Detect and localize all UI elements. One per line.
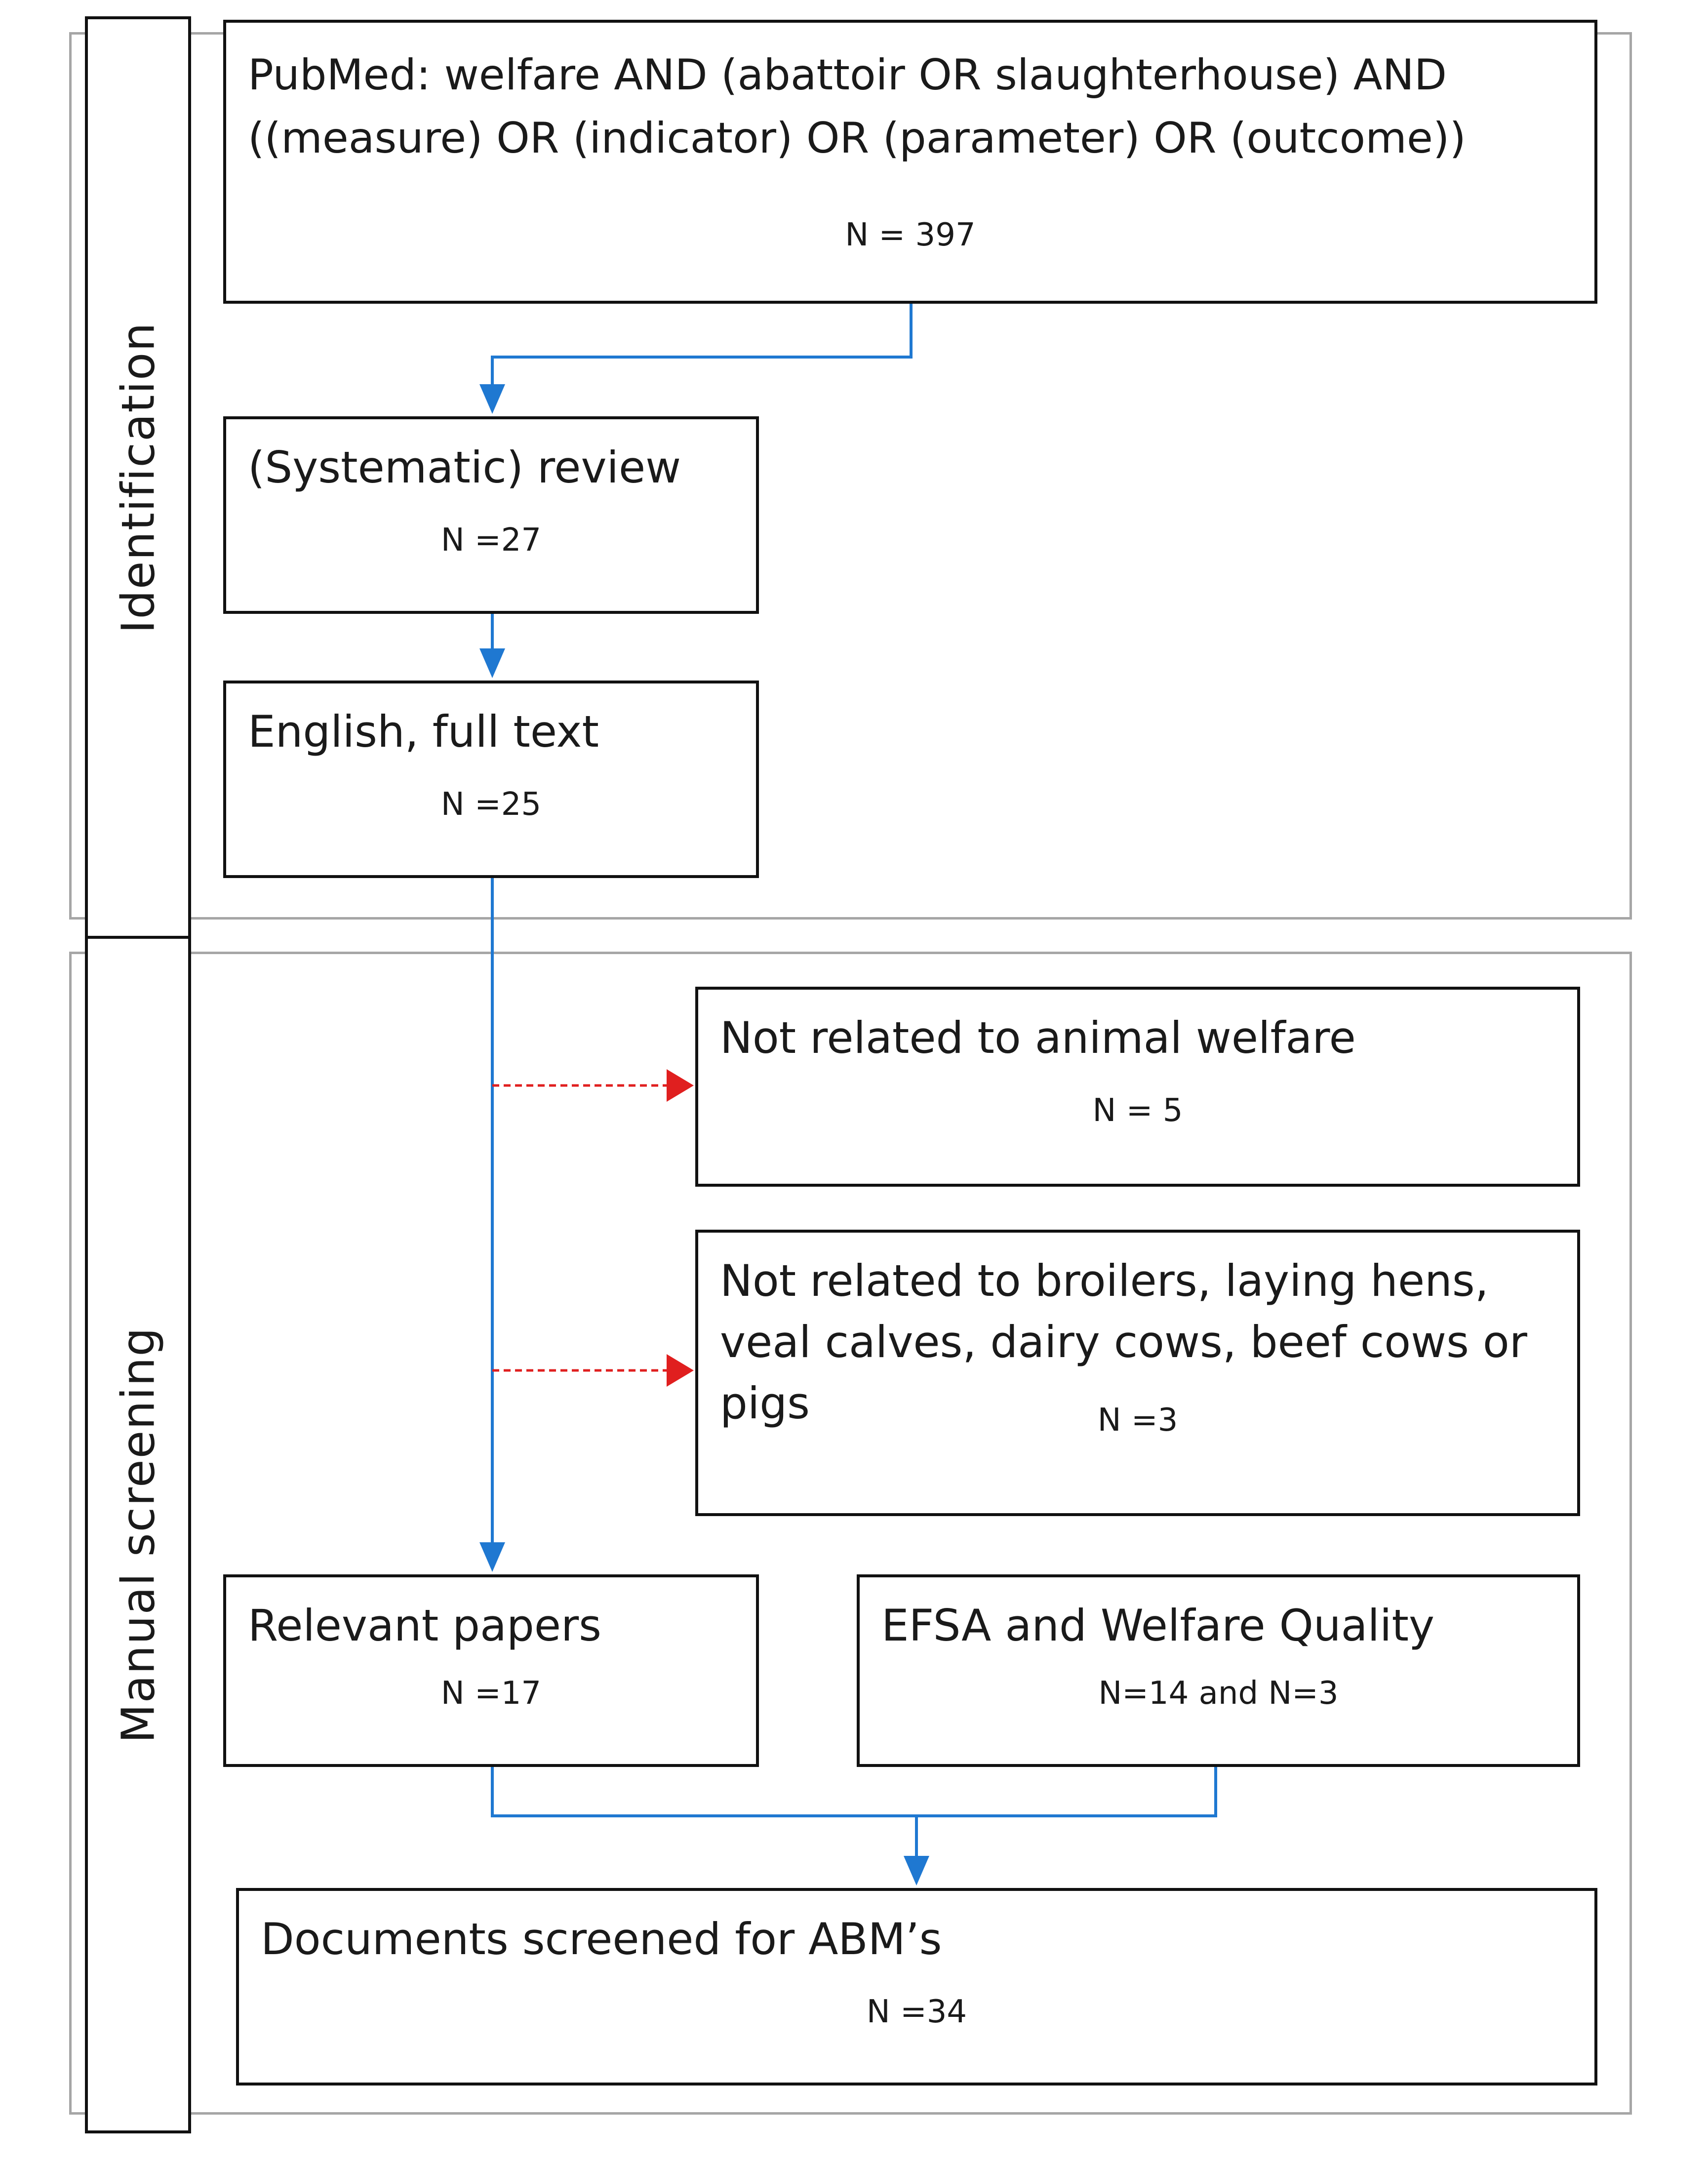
relevant-papers-box: Relevant papers N =17: [223, 1574, 759, 1767]
english-full-text-title: English, full text: [248, 706, 599, 757]
relevant-papers-count: N =17: [440, 1675, 542, 1712]
documents-screened-title: Documents screened for ABM’s: [261, 1914, 942, 1965]
identification-stage-tab: Identification: [85, 16, 191, 939]
excluded-welfare-title: Not related to animal welfare: [720, 1012, 1356, 1063]
systematic-review-box: (Systematic) review N =27: [223, 416, 759, 614]
review-to-english-arrowhead: [479, 648, 505, 678]
merge-connector: [491, 1762, 1217, 1857]
exclusion-species-arrowhead: [667, 1354, 694, 1387]
english-full-text-box: English, full text N =25: [223, 681, 759, 878]
efsa-welfare-quality-title: EFSA and Welfare Quality: [881, 1600, 1435, 1651]
merge-arrowhead: [904, 1856, 929, 1885]
relevant-papers-title: Relevant papers: [248, 1600, 601, 1651]
english-to-relevant-arrowhead: [479, 1542, 505, 1572]
screening-stage-tab: Manual screening: [85, 936, 191, 2133]
pubmed-search-count: N = 397: [845, 217, 976, 253]
excluded-species-count: N =3: [1097, 1402, 1178, 1439]
screening-section-frame: [69, 952, 1632, 2115]
excluded-species-title: Not related to broilers, laying hens, ve…: [720, 1255, 1527, 1429]
excluded-welfare-count: N = 5: [1092, 1092, 1183, 1129]
documents-screened-count: N =34: [866, 1994, 967, 2030]
systematic-review-title: (Systematic) review: [248, 442, 681, 493]
documents-screened-box: Documents screened for ABM’s N =34: [236, 1888, 1597, 2086]
english-full-text-count: N =25: [440, 786, 542, 823]
pubmed-search-box: PubMed: welfare AND (abattoir OR slaught…: [223, 20, 1597, 304]
pubmed-search-query: PubMed: welfare AND (abattoir OR slaught…: [248, 50, 1466, 163]
efsa-welfare-quality-box: EFSA and Welfare Quality N=14 and N=3: [857, 1574, 1580, 1767]
pubmed-to-review-arrowhead: [479, 384, 505, 414]
efsa-welfare-quality-count: N=14 and N=3: [1098, 1675, 1339, 1712]
systematic-review-count: N =27: [440, 522, 542, 559]
exclusion-welfare-arrowhead: [667, 1069, 694, 1102]
excluded-welfare-box: Not related to animal welfare N = 5: [695, 987, 1580, 1187]
excluded-species-box: Not related to broilers, laying hens, ve…: [695, 1230, 1580, 1516]
pubmed-to-review-connector: [491, 304, 913, 385]
